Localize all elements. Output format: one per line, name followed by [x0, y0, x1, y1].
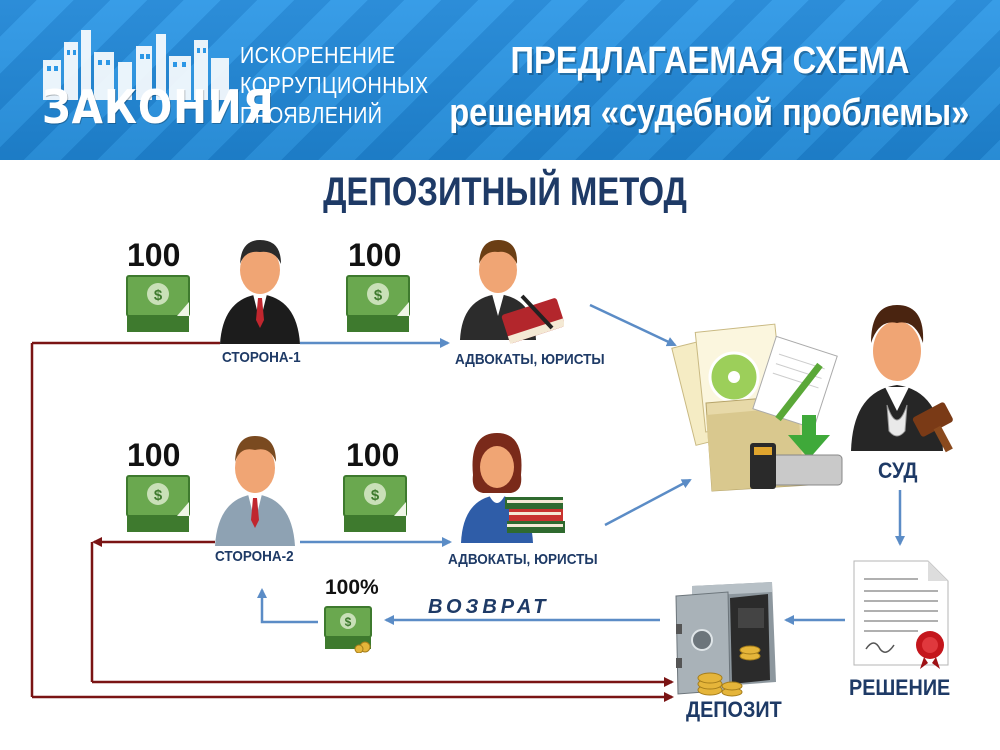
party2-amount: 100	[127, 437, 181, 473]
lawyers2-amount: 100	[346, 437, 400, 473]
money-stack-icon: $	[343, 475, 407, 532]
party2-label: СТОРОНА-2	[215, 548, 294, 565]
documents-folder-icon	[671, 323, 843, 492]
money-stack-icon: $	[126, 275, 190, 332]
svg-text:$: $	[374, 287, 383, 304]
header-banner	[0, 0, 1000, 160]
lawyer-with-book-icon	[460, 240, 564, 344]
judge-with-gavel-icon	[851, 305, 953, 453]
decision-label: РЕШЕНИЕ	[849, 675, 951, 700]
money-stack-icon: $	[126, 475, 190, 532]
lawyers1-label: АДВОКАТЫ, ЮРИСТЫ	[455, 351, 605, 368]
lawyers1-amount: 100	[348, 237, 402, 273]
court-label: СУД	[878, 458, 918, 483]
svg-text:$: $	[154, 487, 163, 504]
refund-amount: 100%	[325, 576, 379, 599]
arrow-refund-to-party2	[257, 588, 318, 624]
female-lawyer-with-books-icon	[461, 433, 565, 543]
svg-text:$: $	[371, 487, 380, 504]
city-logo-icon	[43, 30, 229, 100]
businessman-icon	[215, 436, 295, 546]
money-stack-icon: $	[324, 606, 372, 653]
logo-text: ЗАКОНИЯ	[42, 80, 275, 134]
arrow-lawyers2-to-documents	[604, 478, 692, 527]
party1-label: СТОРОНА-1	[222, 349, 301, 366]
svg-text:$: $	[154, 287, 163, 304]
lawyers2-label: АДВОКАТЫ, ЮРИСТЫ	[448, 551, 598, 568]
page-title: ПРЕДЛАГАЕМАЯ СХЕМА	[510, 40, 910, 82]
method-title: ДЕПОЗИТНЫЙ МЕТОД	[323, 170, 687, 214]
slogan: ИСКОРЕНЕНИЕ КОРРУПЦИОННЫХ ПРОЯВЛЕНИЙ	[240, 40, 429, 130]
party1-amount: 100	[127, 237, 181, 273]
slogan-line-1: ИСКОРЕНЕНИЕ	[240, 42, 396, 68]
businessman-icon	[220, 240, 300, 344]
safe-with-coins-icon	[675, 582, 776, 697]
deposit-label: ДЕПОЗИТ	[686, 697, 782, 722]
slogan-line-2: КОРРУПЦИОННЫХ	[240, 72, 429, 98]
refund-label: ВОЗВРАТ	[428, 596, 550, 618]
money-stack-icon: $	[346, 275, 410, 332]
arrow-lawyers1-to-documents	[589, 303, 677, 347]
svg-text:$: $	[345, 615, 352, 629]
certificate-document-icon	[853, 560, 949, 669]
page-subtitle: решения «судебной проблемы»	[449, 92, 970, 134]
slogan-line-3: ПРОЯВЛЕНИЙ	[240, 102, 383, 128]
